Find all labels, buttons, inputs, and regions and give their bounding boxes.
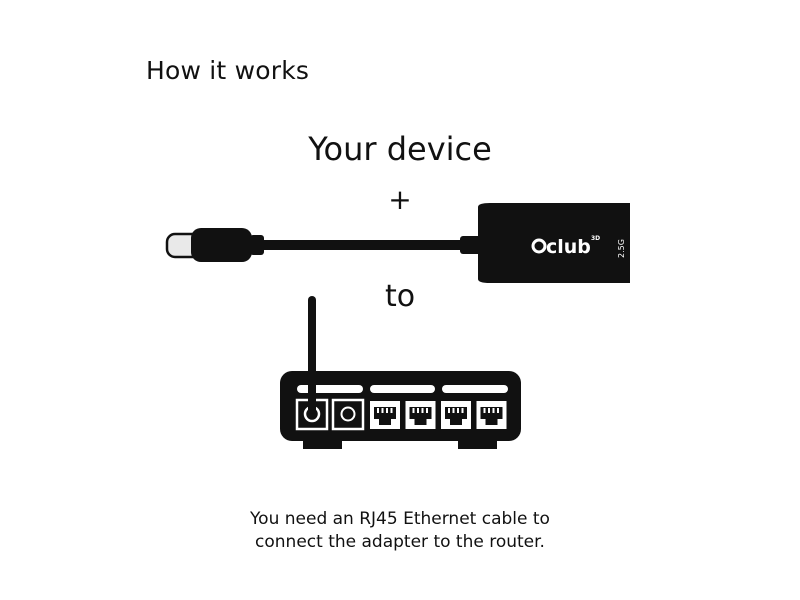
ethernet-ports (370, 401, 507, 429)
brand-logo-ring-icon (531, 238, 547, 254)
rj45-port-icon (441, 401, 471, 429)
adapter-speed-rating: 2.5G (617, 239, 626, 258)
usb-c-plug-body (191, 228, 252, 262)
router-foot-right (458, 438, 497, 449)
router-indicator-bar (297, 385, 363, 393)
to-label: to (384, 279, 416, 314)
rj45-port-icon (370, 401, 400, 429)
router-indicator-bar (442, 385, 508, 393)
ethernet-adapter-body (478, 203, 630, 283)
adapter-brand-logo: club (546, 236, 591, 258)
power-jack-icon (331, 398, 365, 431)
cable-strain-relief-left (250, 235, 264, 255)
caption-line-2: connect the adapter to the router. (255, 532, 545, 552)
adapter-cable (262, 240, 470, 250)
device-title: Your device (308, 130, 492, 168)
caption-line-1: You need an RJ45 Ethernet cable to (250, 509, 550, 529)
router-foot-left (303, 438, 342, 449)
plus-symbol: + (388, 183, 412, 216)
router-indicator-bar (370, 385, 435, 393)
section-heading: How it works (146, 56, 310, 85)
rj45-port-icon (476, 401, 507, 429)
router-antenna (308, 296, 316, 414)
rj45-port-icon (405, 401, 436, 429)
adapter-brand-superscript: 3D (591, 235, 600, 242)
instruction-caption: You need an RJ45 Ethernet cable to conne… (0, 508, 800, 554)
